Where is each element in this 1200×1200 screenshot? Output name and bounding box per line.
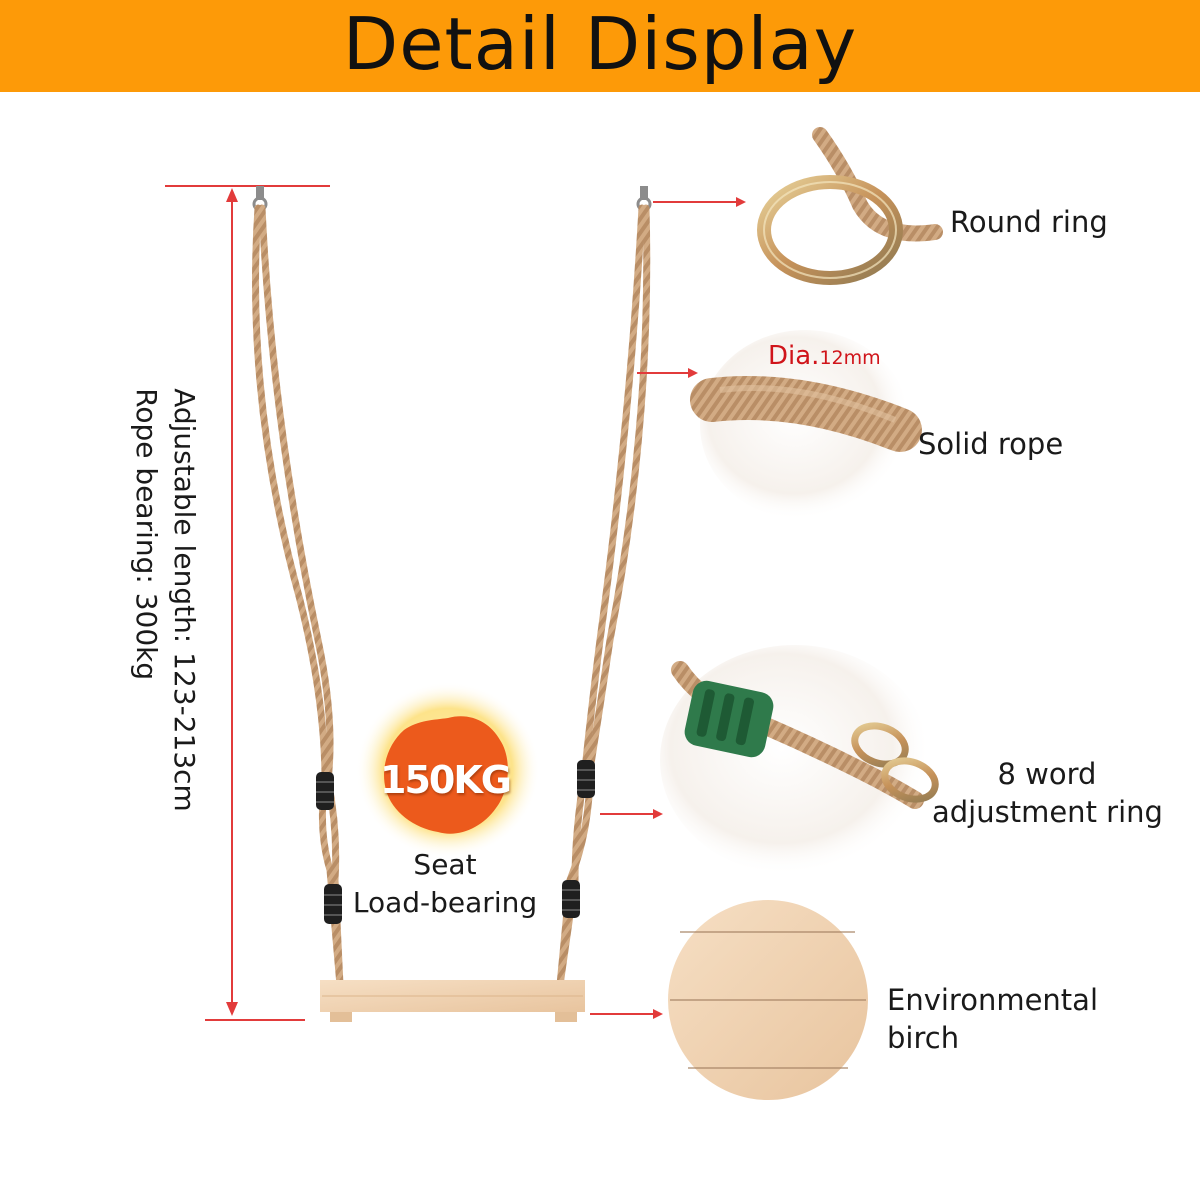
rope-left	[252, 204, 344, 989]
arrow-solid-rope	[637, 368, 698, 378]
label-birch: Environmental birch	[887, 983, 1099, 1055]
label-round-ring: Round ring	[950, 205, 1108, 239]
arrow-round-ring	[653, 197, 746, 207]
banner-title: Detail Display	[342, 2, 858, 86]
rope-diameter-prefix: Dia.	[768, 341, 820, 371]
detail-birch-image	[668, 900, 868, 1100]
adjuster-right-lower	[562, 880, 580, 918]
seat-load-label: Seat Load-bearing	[340, 846, 550, 922]
dimension-text: Adjustable length: 123-213cm Rope bearin…	[127, 388, 203, 812]
arrow-adjustment-ring	[600, 809, 663, 819]
seat-label-line1: Seat	[413, 848, 477, 881]
label-adjustment-ring: 8 word adjustment ring	[932, 757, 1163, 829]
swing-seat	[320, 980, 585, 1022]
rope-diameter-label: Dia.12mm	[768, 341, 881, 371]
rope-right	[556, 204, 651, 989]
detail-round-ring-image	[757, 127, 943, 285]
adjuster-left-upper	[316, 772, 334, 810]
badge-weight-text: 150KG	[380, 758, 512, 802]
detail-adjustment-ring-image	[660, 645, 939, 875]
detail-solid-rope-image	[690, 330, 922, 520]
adjuster-left-lower	[324, 884, 342, 924]
arrow-birch	[590, 1009, 663, 1019]
load-badge	[356, 682, 540, 858]
rope-diameter-value: 12mm	[819, 347, 881, 369]
adjuster-right-upper	[577, 760, 595, 798]
seat-label-line2: Load-bearing	[352, 885, 538, 919]
label-solid-rope: Solid rope	[918, 427, 1064, 461]
rope-bearing-text: Rope bearing: 300kg	[130, 388, 163, 681]
adjustable-length-text: Adjustable length: 123-213cm	[167, 388, 201, 812]
header-banner: Detail Display	[0, 0, 1200, 92]
dimension-line	[165, 185, 330, 1021]
